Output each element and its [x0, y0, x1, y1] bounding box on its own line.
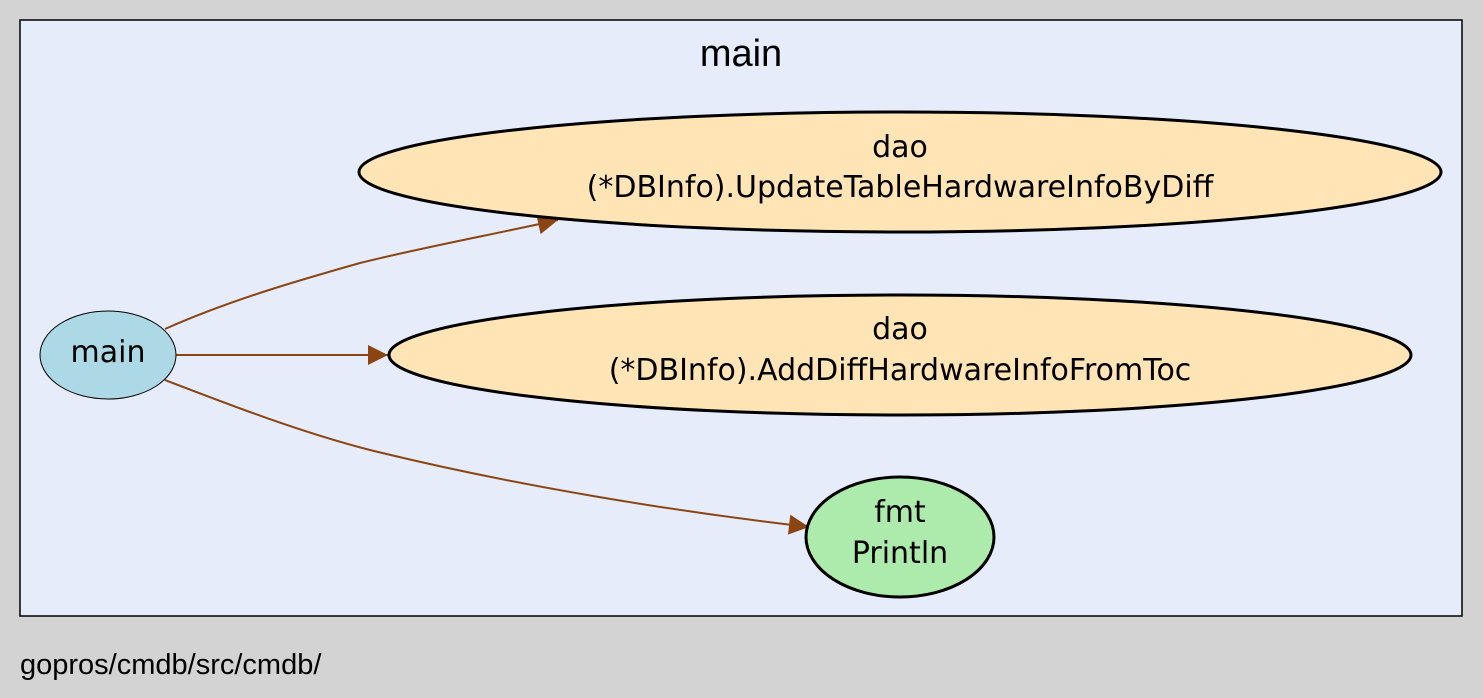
node-main[interactable]: main — [39, 310, 177, 400]
edges — [164, 214, 810, 535]
edge-main-to-println[interactable] — [164, 379, 810, 535]
node-add-diff-hardware-info[interactable]: dao (*DBInfo).AddDiffHardwareInfoFromToc — [387, 293, 1413, 417]
node-fmt-println[interactable]: fmt Println — [804, 475, 996, 599]
node-println-shape — [804, 475, 996, 599]
node-add-name: (*DBInfo).AddDiffHardwareInfoFromToc — [609, 353, 1192, 388]
edge-main-to-update[interactable] — [164, 214, 559, 330]
node-update-table-hardware-info[interactable]: dao (*DBInfo).UpdateTableHardwareInfoByD… — [357, 110, 1443, 234]
node-update-name: (*DBInfo).UpdateTableHardwareInfoByDiff — [587, 170, 1215, 205]
node-update-package: dao — [872, 130, 928, 165]
cluster-title: main — [700, 33, 782, 75]
node-println-package: fmt — [874, 495, 926, 530]
node-main-shape — [39, 310, 177, 400]
node-main-label: main — [71, 335, 146, 370]
node-println-name: Println — [852, 536, 948, 571]
node-update-shape — [357, 110, 1443, 234]
node-add-shape — [387, 293, 1413, 417]
node-add-package: dao — [872, 312, 928, 347]
package-path-label: gopros/cmdb/src/cmdb/ — [20, 649, 322, 681]
